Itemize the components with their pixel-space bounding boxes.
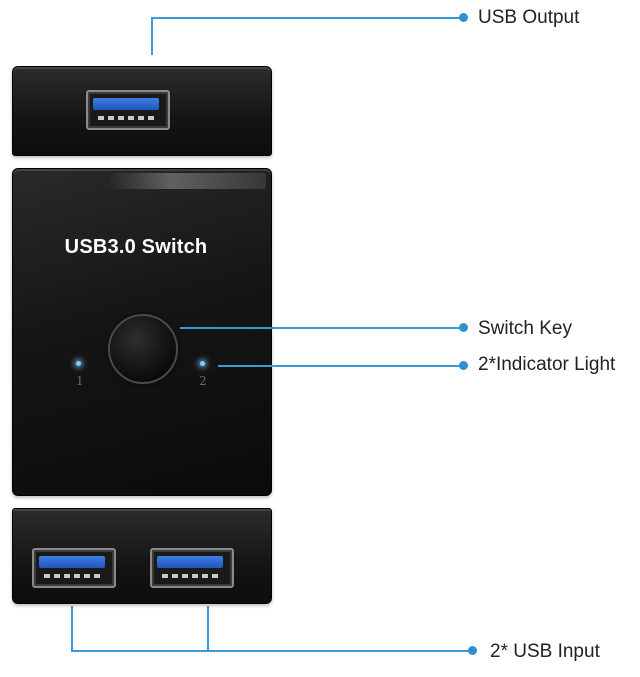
callout-usb-input: 2* USB Input bbox=[490, 641, 600, 662]
body-highlight bbox=[108, 173, 266, 189]
usb-input-port-2 bbox=[150, 548, 234, 588]
usb-output-port bbox=[86, 90, 170, 130]
leader-usb-input-horizontal bbox=[71, 650, 471, 652]
indicator-number-2: 2 bbox=[199, 374, 207, 388]
leader-usb-output-horizontal bbox=[151, 17, 462, 19]
leader-switch-key bbox=[180, 327, 463, 329]
usb-port-pins bbox=[44, 574, 102, 578]
leader-usb-output-vertical bbox=[151, 17, 153, 55]
usb-port-tongue bbox=[39, 556, 105, 568]
device-label: USB3.0 Switch bbox=[64, 236, 208, 258]
callout-dot-indicator-light bbox=[459, 361, 468, 370]
leader-usb-input-left-vertical bbox=[71, 606, 73, 651]
usb-port-tongue bbox=[93, 98, 159, 110]
callout-indicator-light: 2*Indicator Light bbox=[478, 354, 616, 375]
indicator-light-2 bbox=[200, 361, 205, 366]
indicator-light-1 bbox=[76, 361, 81, 366]
usb-input-port-1 bbox=[32, 548, 116, 588]
indicator-number-1: 1 bbox=[76, 374, 84, 388]
callout-usb-output: USB Output bbox=[478, 7, 580, 28]
leader-usb-input-right-vertical bbox=[207, 606, 209, 651]
callout-dot-switch-key bbox=[459, 323, 468, 332]
usb-port-pins bbox=[162, 574, 220, 578]
callout-switch-key: Switch Key bbox=[478, 318, 572, 339]
callout-dot-usb-input bbox=[468, 646, 477, 655]
leader-indicator-light bbox=[218, 365, 463, 367]
callout-dot-usb-output bbox=[459, 13, 468, 22]
usb-port-pins bbox=[98, 116, 156, 120]
switch-key-button bbox=[108, 314, 178, 384]
usb-port-tongue bbox=[157, 556, 223, 568]
